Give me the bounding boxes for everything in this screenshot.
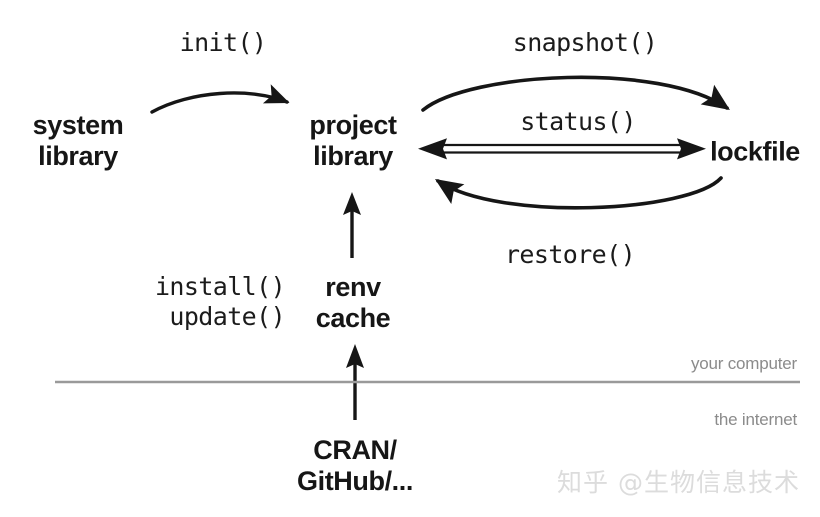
node-project-library: project library	[309, 110, 397, 171]
watermark: 知乎 @生物信息技术	[557, 468, 800, 497]
restore-arrow	[434, 176, 723, 210]
zone-label-the-internet: the internet	[714, 410, 797, 429]
status-arrow	[418, 138, 706, 160]
label-snapshot: snapshot()	[512, 28, 658, 57]
internet-to-cache-arrow	[346, 344, 364, 420]
node-system-library: system library	[32, 110, 124, 171]
label-init: init()	[179, 28, 267, 57]
label-restore: restore()	[504, 240, 636, 269]
cache-to-library-arrow	[343, 192, 361, 258]
init-arrow	[150, 84, 290, 114]
zone-label-your-computer: your computer	[690, 354, 797, 373]
node-renv-cache: renv cache	[315, 272, 391, 333]
snapshot-arrow	[421, 75, 730, 112]
label-install-update: install() update()	[154, 272, 286, 331]
node-cran-github: CRAN/ GitHub/...	[297, 435, 413, 496]
label-status: status()	[520, 107, 636, 136]
node-lockfile: lockfile	[710, 136, 800, 167]
